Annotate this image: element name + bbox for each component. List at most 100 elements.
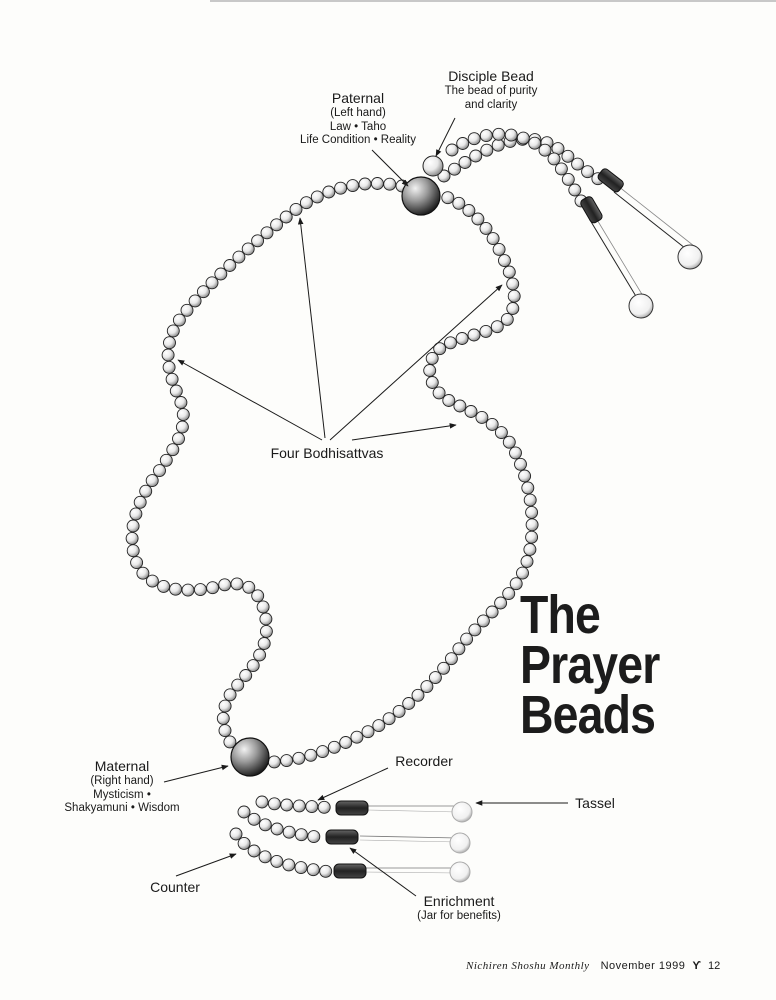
loop-bead-28 — [169, 384, 183, 398]
arrow-bodhi-lower — [351, 423, 457, 441]
loop-bead-84 — [437, 661, 451, 675]
lower-b-bead-0 — [237, 805, 251, 819]
loop-bead-123 — [506, 302, 520, 315]
loop-bead-56 — [259, 612, 273, 626]
loop-bead-124 — [507, 289, 521, 303]
lower-c-bead-4 — [270, 854, 284, 868]
loop-bead-61 — [239, 669, 253, 682]
loop-bead-5 — [334, 181, 348, 195]
loop-bead-72 — [316, 745, 330, 759]
loop-bead-13 — [251, 234, 265, 248]
strand-a-bead-4 — [480, 143, 494, 157]
enrichment-heading: Enrichment — [423, 893, 495, 909]
arrow-bodhi-right — [329, 284, 503, 441]
loop-bead-108 — [475, 410, 489, 424]
loop-bead-54 — [251, 589, 265, 603]
strand-a-bead-5 — [491, 138, 505, 152]
loop-bead-6 — [322, 185, 336, 199]
maternal-line1: (Right hand) — [90, 774, 154, 787]
loop-bead-118 — [455, 332, 469, 345]
loop-bead-47 — [169, 582, 183, 596]
arrow-enrichment — [349, 847, 417, 897]
disciple-line2: and clarity — [464, 98, 518, 111]
loop-bead-96 — [523, 543, 537, 556]
label-maternal: Maternal (Right hand) Mysticism • Shakya… — [52, 758, 192, 816]
loop-bead-36 — [145, 474, 159, 488]
maternal-heading: Maternal — [94, 758, 150, 774]
loop-bead-67 — [223, 735, 237, 749]
title-line-3: Beads — [520, 685, 656, 745]
loop-bead-95 — [520, 555, 534, 568]
loop-bead-64 — [218, 699, 232, 713]
loop-bead-25 — [161, 348, 175, 362]
loop-bead-104 — [509, 446, 522, 460]
label-recorder: Recorder — [386, 753, 462, 770]
loop-bead-87 — [460, 632, 474, 646]
lower-c-bead-5 — [282, 858, 296, 872]
strand-b-bead-12 — [568, 183, 582, 197]
maternal-line2: Mysticism • — [93, 788, 151, 801]
lower-a-bead-4 — [305, 800, 319, 814]
loop-bead-68 — [267, 755, 281, 769]
loop-bead-71 — [304, 748, 318, 762]
loop-bead-119 — [467, 328, 481, 342]
recorder-heading: Recorder — [395, 753, 453, 769]
loop-bead-91 — [494, 596, 508, 610]
loop-bead-59 — [253, 648, 267, 662]
enrichment-line1: (Jar for benefits) — [417, 909, 501, 922]
loop-bead-83 — [428, 671, 442, 685]
loop-bead-57 — [259, 624, 273, 638]
loop-bead-48 — [181, 583, 195, 597]
counter-heading: Counter — [150, 879, 200, 895]
loop-bead-9 — [289, 202, 303, 216]
lower-a-bead-5 — [317, 800, 331, 814]
lower-a-bead-3 — [292, 799, 306, 813]
loop-bead-93 — [509, 577, 523, 591]
loop-bead-52 — [230, 577, 244, 591]
page-title: The Prayer Beads — [520, 588, 683, 745]
loop-bead-60 — [246, 659, 260, 673]
title-line-2: Prayer — [520, 635, 660, 695]
lower-c-bead-0 — [229, 827, 243, 841]
lower-a-bead-0 — [255, 795, 269, 809]
tassel-heading: Tassel — [575, 795, 615, 811]
strand-b-bead-2 — [467, 132, 481, 146]
arrow-recorder — [317, 767, 389, 801]
loop-bead-46 — [157, 579, 171, 593]
loop-bead-132 — [462, 204, 476, 217]
paternal-bead — [401, 176, 441, 216]
loop-bead-89 — [476, 614, 490, 628]
loop-bead-75 — [350, 730, 364, 744]
loop-bead-134 — [441, 191, 455, 205]
loop-bead-22 — [172, 313, 186, 327]
loop-bead-29 — [174, 396, 188, 409]
loop-bead-92 — [502, 587, 516, 601]
loop-bead-121 — [490, 320, 504, 334]
loop-bead-50 — [206, 581, 220, 595]
strand-a-bead-0 — [437, 169, 451, 183]
paternal-line1: (Left hand) — [330, 106, 386, 119]
maternal-bead — [230, 737, 270, 777]
lower-c-bead-2 — [247, 844, 261, 858]
loop-bead-122 — [500, 312, 514, 326]
loop-bead-115 — [425, 351, 439, 365]
arrow-paternal — [371, 149, 409, 187]
arrow-bodhi-left — [177, 359, 323, 441]
loop-bead-88 — [468, 623, 482, 637]
maternal-line3: Shakyamuni • Wisdom — [64, 802, 180, 815]
loop-bead-8 — [299, 196, 313, 210]
loop-bead-77 — [372, 719, 386, 733]
loop-bead-99 — [525, 505, 539, 519]
loop-bead-19 — [196, 285, 210, 299]
loop-bead-130 — [479, 221, 493, 235]
loop-bead-21 — [180, 303, 194, 317]
lower-b-bead-5 — [294, 828, 308, 842]
loop-bead-126 — [502, 265, 516, 279]
loop-bead-30 — [176, 408, 190, 422]
arrow-bodhi-upper — [297, 217, 326, 439]
loop-bead-66 — [218, 724, 232, 738]
strand-b-bead-11 — [561, 172, 575, 186]
loop-bead-106 — [494, 426, 508, 440]
loop-bead-110 — [453, 399, 467, 413]
loop-bead-85 — [444, 652, 458, 666]
